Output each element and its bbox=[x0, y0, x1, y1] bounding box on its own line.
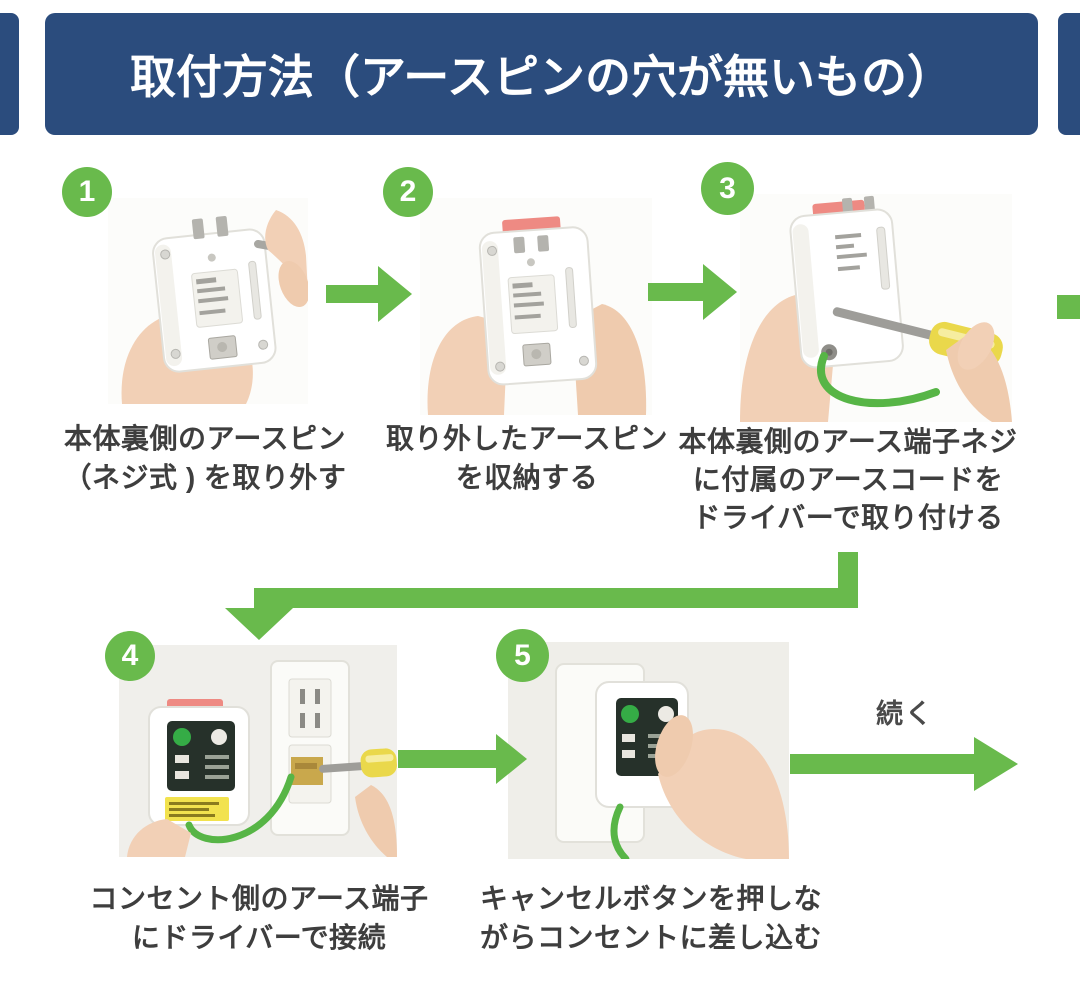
step-1-number: 1 bbox=[78, 175, 96, 208]
arrow-head bbox=[703, 264, 737, 320]
finger bbox=[957, 322, 995, 370]
caption-line: ドライバーで取り付ける bbox=[692, 502, 1004, 533]
step-1-photo bbox=[108, 198, 308, 404]
caption-line: （ネジ式 ) を取り外す bbox=[63, 462, 347, 493]
header-banner: 取付方法（アースピンの穴が無いもの） bbox=[45, 13, 1038, 135]
connector-horizontal-bar bbox=[254, 588, 858, 608]
arrow-step1-to-step2-icon bbox=[326, 266, 412, 322]
step-2-photo bbox=[420, 198, 652, 415]
earth-cord bbox=[185, 773, 295, 844]
step-2-badge: 2 bbox=[383, 167, 433, 217]
device-front-illustration bbox=[148, 699, 250, 826]
step-2-number: 2 bbox=[399, 175, 417, 208]
finger bbox=[278, 260, 308, 308]
step-2-caption: 取り外したアースピン を収納する bbox=[372, 419, 682, 497]
step-3-badge: 3 bbox=[701, 162, 754, 215]
step-1-caption: 本体裏側のアースピン （ネジ式 ) を取り外す bbox=[50, 419, 360, 497]
device-back-illustration bbox=[478, 216, 598, 386]
arrow-down-head bbox=[225, 608, 293, 640]
continue-arrow-icon bbox=[790, 736, 1018, 792]
caption-line: コンセント側のアース端子 bbox=[89, 883, 429, 914]
caption-line: に付属のアースコードを bbox=[692, 464, 1004, 495]
step-1-badge: 1 bbox=[62, 167, 112, 217]
arrow-head bbox=[974, 737, 1018, 791]
arrow-shaft bbox=[648, 283, 703, 301]
step-5-photo bbox=[508, 642, 789, 859]
step-4-photo bbox=[119, 645, 397, 857]
caption-line: を収納する bbox=[455, 462, 599, 493]
arrow-head bbox=[378, 266, 412, 322]
step-5-number: 5 bbox=[514, 638, 531, 672]
step-3-caption: 本体裏側のアース端子ネジ に付属のアースコードを ドライバーで取り付ける bbox=[672, 423, 1024, 537]
arrow-shaft bbox=[790, 754, 974, 774]
right-hand bbox=[355, 785, 397, 857]
caption-line: がらコンセントに差し込む bbox=[479, 922, 822, 953]
earth-cord bbox=[610, 803, 630, 859]
thumb bbox=[655, 715, 693, 777]
step-4-number: 4 bbox=[121, 639, 139, 672]
left-hand bbox=[127, 819, 191, 857]
caption-line: 本体裏側のアースピン bbox=[64, 423, 346, 454]
earth-cord bbox=[817, 352, 940, 408]
step-4-badge: 4 bbox=[105, 631, 155, 681]
wall-outlet-illustration bbox=[270, 660, 350, 836]
adjacent-slide-header-right bbox=[1058, 13, 1080, 135]
caption-line: 取り外したアースピン bbox=[386, 423, 668, 454]
continue-label: 続く bbox=[876, 699, 934, 729]
step-5-caption: キャンセルボタンを押しな がらコンセントに差し込む bbox=[462, 879, 840, 957]
arrow-head bbox=[496, 734, 527, 784]
step-3-number: 3 bbox=[719, 171, 736, 205]
caption-line: 本体裏側のアース端子ネジ bbox=[678, 426, 1018, 457]
arrow-step4-to-step5-icon bbox=[398, 731, 527, 787]
caption-line: にドライバーで接続 bbox=[131, 922, 387, 953]
adjacent-slide-header-left bbox=[0, 13, 19, 135]
page-title: 取付方法（アースピンの穴が無いもの） bbox=[130, 51, 953, 103]
arrow-shaft bbox=[326, 285, 378, 303]
screwdriver-illustration bbox=[319, 748, 397, 778]
step-5-badge: 5 bbox=[496, 629, 549, 682]
caption-line: キャンセルボタンを押しな bbox=[479, 883, 822, 914]
device-back-illustration bbox=[152, 216, 277, 373]
step-4-caption: コンセント側のアース端子 にドライバーで接続 bbox=[78, 879, 440, 957]
pressing-hand bbox=[658, 728, 789, 859]
arrow-step2-to-step3-icon bbox=[648, 264, 737, 320]
arrow-shaft bbox=[398, 750, 496, 768]
adjacent-slide-arrow-stub bbox=[1057, 295, 1080, 319]
step-3-photo bbox=[740, 194, 1012, 422]
device-back-illustration bbox=[789, 195, 904, 369]
